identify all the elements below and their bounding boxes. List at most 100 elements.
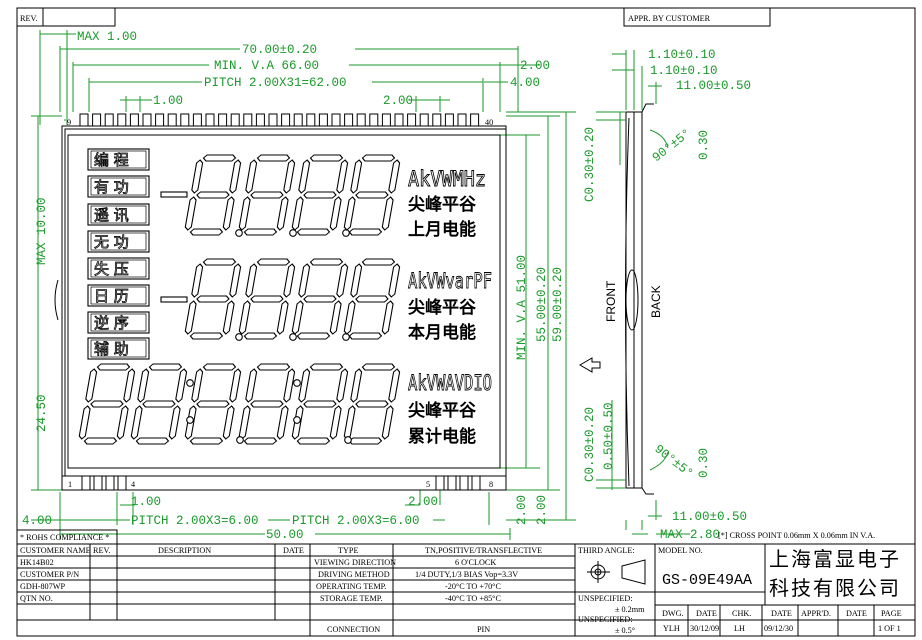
- lcd-segment: [336, 263, 349, 298]
- dwg-value: YLH: [663, 624, 680, 633]
- top-pin: [218, 113, 228, 127]
- side-dim-c030a: C0.30±0.20: [583, 127, 597, 202]
- sttemp-label: STORAGE TEMP.: [320, 594, 382, 603]
- right-dimensions: [500, 111, 576, 521]
- appr-label: APPR. BY CUSTOMER: [628, 14, 711, 23]
- bottom-pin: [471, 475, 481, 491]
- view-label: VIEWING DIRECTION: [314, 558, 396, 567]
- lcd-segment: [245, 159, 258, 194]
- row3-digit: [184, 363, 242, 445]
- dim-h59: 59.00±0.20: [551, 267, 565, 342]
- conn-label: CONNECTION: [327, 625, 380, 634]
- col-customer-name: CUSTOMER NAME: [20, 546, 91, 555]
- lcd-segment: [85, 368, 98, 403]
- lcd-digit-area: [78, 154, 401, 445]
- top-pin: [369, 113, 379, 127]
- lcd-label-box-inner: [90, 339, 147, 358]
- lcd-label-text: 遥 讯: [94, 206, 129, 224]
- lcd-segment: [189, 437, 224, 445]
- rev-label: REV.: [20, 14, 37, 23]
- top-pin: [444, 113, 454, 127]
- pin-label-1: 1: [68, 480, 72, 489]
- lcd-segment: [196, 295, 230, 303]
- lcd-decimal-dot: [186, 379, 194, 387]
- lcd-label-box: [87, 175, 150, 198]
- bottom-pin: [117, 475, 127, 491]
- top-pin: [255, 113, 265, 127]
- lcd-segment: [238, 405, 251, 440]
- row3-digit: [78, 363, 136, 445]
- lcd-label-box: [87, 230, 150, 253]
- lcd-decimal-dot: [289, 229, 297, 237]
- top-pin: [92, 113, 102, 127]
- lcd-segment: [229, 159, 242, 194]
- bottom-pin-row: [81, 475, 481, 491]
- top-pin: [104, 113, 114, 127]
- lcd-segment: [309, 258, 344, 266]
- lcd-segment: [196, 400, 230, 408]
- drawing-frame: [16, 7, 916, 637]
- lcd-label-box-inner: [90, 205, 147, 224]
- row2-line-b: 本月电能: [408, 322, 476, 342]
- sttemp-value: -40°C TO +85°C: [445, 594, 501, 603]
- unspecified-label-1: UNSPECIFIED:: [578, 594, 633, 603]
- bottom-pin: [105, 475, 115, 491]
- lcd-decimal-dot: [293, 416, 301, 424]
- top-pin: [470, 113, 480, 127]
- lcd-label-box-inner: [90, 313, 147, 332]
- row1-line-a: 尖峰平谷: [408, 194, 477, 214]
- lcd-label-box: [87, 337, 150, 360]
- lcd-segment: [388, 263, 401, 298]
- lcd-decimal-dot: [186, 416, 194, 424]
- dim-width-70: 70.00±0.20: [242, 43, 317, 57]
- row3-line-b: 累计电能: [408, 426, 476, 446]
- lcd-label-box-inner: [90, 150, 147, 169]
- lcd-label-text: 日 历: [94, 287, 129, 305]
- page-value: 1 OF 1: [878, 624, 901, 633]
- top-pin: [356, 113, 366, 127]
- dwg-label: DWG.: [662, 609, 684, 618]
- dim-2-top: 2.00: [520, 59, 550, 73]
- lcd-segment: [291, 196, 304, 231]
- lcd-segment: [329, 300, 342, 335]
- dim-max-1: MAX 1.00: [77, 30, 137, 44]
- unspecified-value-2: ± 0.5°: [615, 626, 635, 635]
- lcd-segment: [96, 363, 131, 371]
- model-label: MODEL NO.: [658, 546, 703, 555]
- lcd-decimal-dot: [342, 229, 350, 237]
- top-pin: [142, 113, 152, 127]
- row3-line-a: 尖峰平谷: [408, 400, 477, 420]
- type-label: TYPE: [338, 546, 358, 555]
- side-back-label: BACK: [649, 285, 663, 318]
- top-pin: [407, 113, 417, 127]
- row3-digit: [343, 363, 401, 445]
- lcd-segment: [202, 258, 237, 266]
- col-date: DATE: [283, 546, 304, 555]
- chk-value: LH: [734, 624, 745, 633]
- company-name-line1: 上海富显电子: [769, 547, 901, 571]
- row1-unit-text: AkVWMHz: [408, 167, 486, 191]
- lcd-segment: [303, 295, 337, 303]
- view-value: 6 O'CLOCK: [455, 558, 496, 567]
- dim-2-bottom: 2.00: [408, 495, 438, 509]
- row1-digit: [343, 154, 401, 236]
- rev-box: [17, 8, 116, 27]
- bottom-pin: [435, 475, 445, 491]
- side-dim-110a: 1.10±0.10: [648, 48, 716, 62]
- lcd-segment: [348, 332, 383, 340]
- customer-pn-label: CUSTOMER P/N: [20, 570, 79, 579]
- date-label: DATE: [696, 609, 717, 618]
- lcd-segment: [243, 437, 278, 445]
- lcd-segment: [309, 154, 344, 162]
- lcd-segment: [222, 405, 235, 440]
- lcd-decimal-dot: [342, 333, 350, 341]
- lcd-segment: [355, 191, 389, 199]
- lcd-segment: [238, 196, 251, 231]
- row3-digit: [238, 363, 296, 445]
- lcd-decimal-dot: [235, 229, 243, 237]
- lcd-segment: [329, 196, 342, 231]
- lcd-segment: [256, 154, 291, 162]
- lcd-decimal-dot: [236, 436, 244, 444]
- lcd-segment: [283, 159, 296, 194]
- side-dim-030b: 0.30: [697, 448, 711, 478]
